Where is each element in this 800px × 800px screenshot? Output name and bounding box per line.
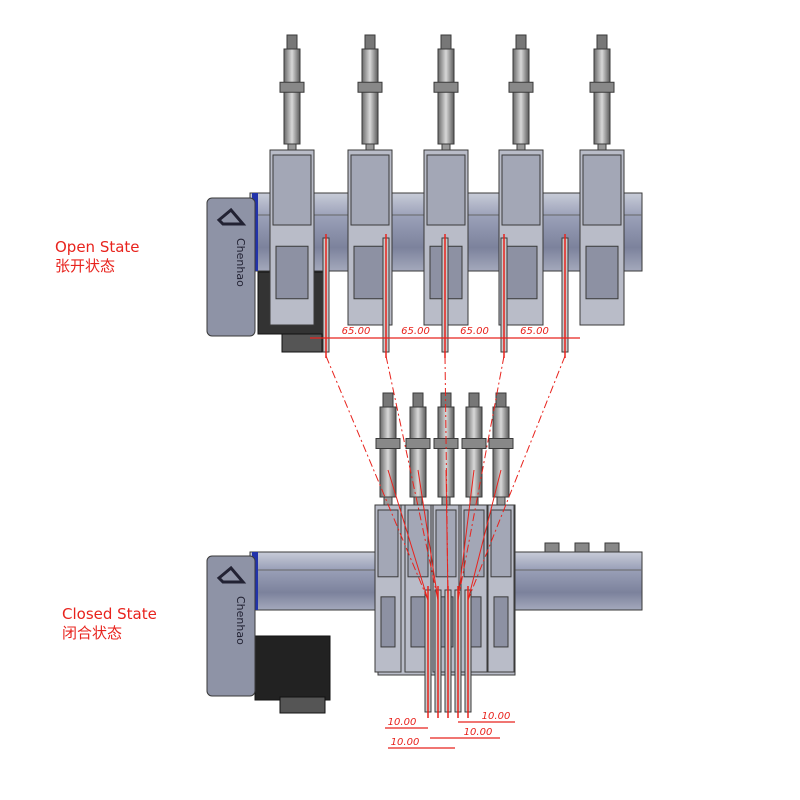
closed-state-label-en: Closed State <box>62 605 157 623</box>
closed-module-2-block <box>410 596 426 648</box>
open-module-5-block <box>585 245 619 300</box>
open-module-4-plate <box>501 154 541 226</box>
closed-rail-fitting-3 <box>604 542 620 553</box>
open-state-label: Open State 张开状态 <box>55 238 140 276</box>
closed-module-2-clamp <box>405 438 431 449</box>
closed-state-label-cn: 闭合状态 <box>62 624 123 642</box>
closed-module-5-block <box>493 596 509 648</box>
open-module-5-fitting <box>596 34 608 50</box>
closed-offset-line-2 <box>417 469 439 601</box>
open-module-4-cylinder <box>512 48 530 145</box>
open-module-3-cylinder <box>437 48 455 145</box>
open-module-2-cylinder <box>361 48 379 145</box>
closed-motor-connector <box>279 696 326 714</box>
closed-module-1-plate <box>377 509 399 578</box>
closed-pitch-dimension: 10.00 <box>464 727 493 738</box>
closed-module-5-cylinder <box>492 406 510 498</box>
closed-logo-icon <box>216 565 247 584</box>
open-state-assembly: Chenhao 65.00 65.00 65.00 65.00 <box>206 34 643 358</box>
open-module-2-fitting <box>364 34 376 50</box>
closed-module-4-clamp <box>461 438 487 449</box>
open-module-5-clamp <box>589 81 615 93</box>
projection-line-4 <box>457 355 505 601</box>
open-module-3-plate <box>426 154 466 226</box>
closed-module-5-clamp <box>488 438 514 449</box>
closed-module-1-block <box>380 596 396 648</box>
closed-pitch-dimension: 10.00 <box>391 737 420 748</box>
open-module-2-rod <box>365 143 375 151</box>
open-module-4-fitting <box>515 34 527 50</box>
projection-line-5 <box>467 355 566 601</box>
closed-module-4-fitting <box>468 392 480 408</box>
closed-module-5-fitting <box>495 392 507 408</box>
open-logo-icon <box>216 207 247 226</box>
closed-offset-line-5 <box>467 469 502 601</box>
open-pitch-dimension: 65.00 <box>342 326 371 337</box>
open-pitch-dimension: 65.00 <box>460 326 489 337</box>
open-module-4-block <box>504 245 538 300</box>
closed-state-label: Closed State 闭合状态 <box>62 605 157 643</box>
open-module-5-rod <box>597 143 607 151</box>
closed-module-5-rod <box>496 496 506 506</box>
projection-line-2 <box>385 355 439 601</box>
open-module-1-clamp <box>279 81 305 93</box>
open-module-3-fitting <box>440 34 452 50</box>
open-state-label-cn: 张开状态 <box>55 257 116 275</box>
closed-module-1-cylinder <box>379 406 397 498</box>
closed-module-5-plate <box>490 509 512 578</box>
closed-rail-fitting-1 <box>544 542 560 553</box>
closed-offset-line-4 <box>457 469 475 601</box>
open-state-label-en: Open State <box>55 238 140 256</box>
closed-module-2-cylinder <box>409 406 427 498</box>
closed-logo-text: Chenhao <box>234 596 247 645</box>
open-module-1-cylinder <box>283 48 301 145</box>
open-module-1-plate <box>272 154 312 226</box>
closed-state-assembly: Chenhao 10.00 10.00 10.00 10.00 <box>206 392 643 749</box>
open-module-3-rod <box>441 143 451 151</box>
closed-module-3-plate <box>435 509 457 578</box>
open-motor-connector <box>281 333 323 353</box>
open-pitch-dimension: 65.00 <box>520 326 549 337</box>
projection-line-1 <box>325 355 429 601</box>
closed-motor <box>254 635 331 701</box>
closed-module-1-fitting <box>382 392 394 408</box>
open-module-4-rod <box>516 143 526 151</box>
closed-module-2-fitting <box>412 392 424 408</box>
closed-pitch-dimension: 10.00 <box>482 711 511 722</box>
open-module-2-clamp <box>357 81 383 93</box>
open-module-5-plate <box>582 154 622 226</box>
open-module-4-clamp <box>508 81 534 93</box>
open-module-2-plate <box>350 154 390 226</box>
open-module-1-fitting <box>286 34 298 50</box>
open-pitch-dimension: 65.00 <box>401 326 430 337</box>
open-module-5-cylinder <box>593 48 611 145</box>
closed-rail-fitting-2 <box>574 542 590 553</box>
closed-logo-box <box>206 555 256 697</box>
open-module-3-clamp <box>433 81 459 93</box>
closed-module-1-clamp <box>375 438 401 449</box>
closed-module-2-plate <box>407 509 429 578</box>
open-logo-box <box>206 197 256 337</box>
closed-offset-line-3 <box>445 469 449 601</box>
open-logo-text: Chenhao <box>234 238 247 287</box>
open-module-2-block <box>353 245 387 300</box>
open-module-1-block <box>275 245 309 300</box>
open-module-1-rod <box>287 143 297 151</box>
closed-pitch-dimension: 10.00 <box>388 717 417 728</box>
closed-offset-line-1 <box>387 469 429 601</box>
